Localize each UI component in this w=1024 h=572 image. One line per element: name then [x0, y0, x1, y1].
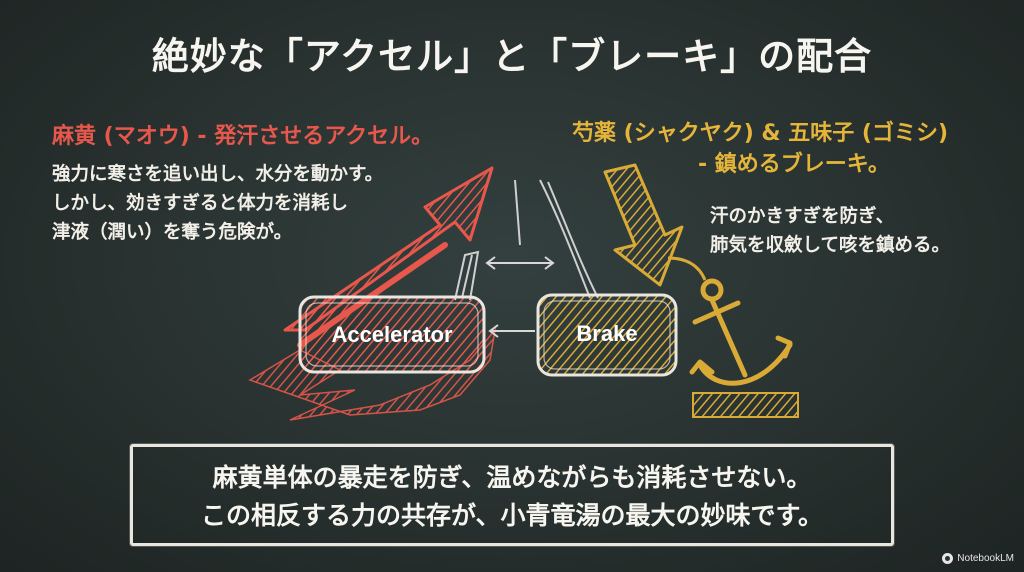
brake-line-2: 肺気を収斂して咳を鎮める。 [710, 235, 950, 256]
summary-line-2: この相反する力の共存が、小青竜湯の最大の妙味です。 [200, 501, 823, 530]
summary-line-1: 麻黄単体の暴走を防ぎ、温めながらも消耗させない。 [212, 463, 812, 492]
accelerator-label: Accelerator [331, 322, 453, 347]
double-arrow-icon [485, 256, 555, 270]
slide-title: 絶妙な「アクセル」と「ブレーキ」の配合 [151, 35, 873, 78]
brake-label: Brake [576, 321, 637, 346]
accelerator-heading: 麻黄 (マオウ) - 発汗させるアクセル。 [52, 124, 434, 149]
brake-line-1: 汗のかきすぎを防ぎ、 [710, 206, 895, 227]
pedal-stems [454, 179, 599, 301]
anchor-base [692, 392, 799, 418]
notebooklm-logo-icon [942, 553, 954, 564]
accelerator-line-1: 強力に寒さを追い出し、水分を動かす。 [52, 164, 384, 185]
brake-pedal: Brake [536, 293, 678, 377]
accelerator-line-2: しかし、効きすぎると体力を消耗し [52, 193, 349, 214]
accelerator-line-3: 津液（潤い）を奪う危険が。 [52, 222, 293, 243]
brake-heading: 芍薬 (シャクヤク) & 五味子 (ゴミシ) - 鎮めるブレーキ。 [572, 118, 948, 180]
credit-text: NotebookLM [957, 553, 1014, 564]
notebooklm-credit: NotebookLM [942, 553, 1014, 564]
summary-box: 麻黄単体の暴走を防ぎ、温めながらも消耗させない。 この相反する力の共存が、小青竜… [130, 444, 894, 546]
brake-description: 汗のかきすぎを防ぎ、 肺気を収斂して咳を鎮める。 [710, 202, 950, 260]
accelerator-scribble [248, 327, 497, 421]
accelerator-pedal: Accelerator [298, 295, 486, 374]
brake-heading-line-1: 芍薬 (シャクヤク) & 五味子 (ゴミシ) [572, 121, 949, 146]
anchor-icon [689, 278, 793, 386]
accelerator-description: 強力に寒さを追い出し、水分を動かす。 しかし、効きすぎると体力を消耗し 津液（潤… [52, 160, 472, 247]
brake-heading-line-2: - 鎮めるブレーキ。 [698, 152, 890, 177]
left-arrow-icon [488, 324, 535, 338]
down-arrow-icon [603, 163, 707, 287]
